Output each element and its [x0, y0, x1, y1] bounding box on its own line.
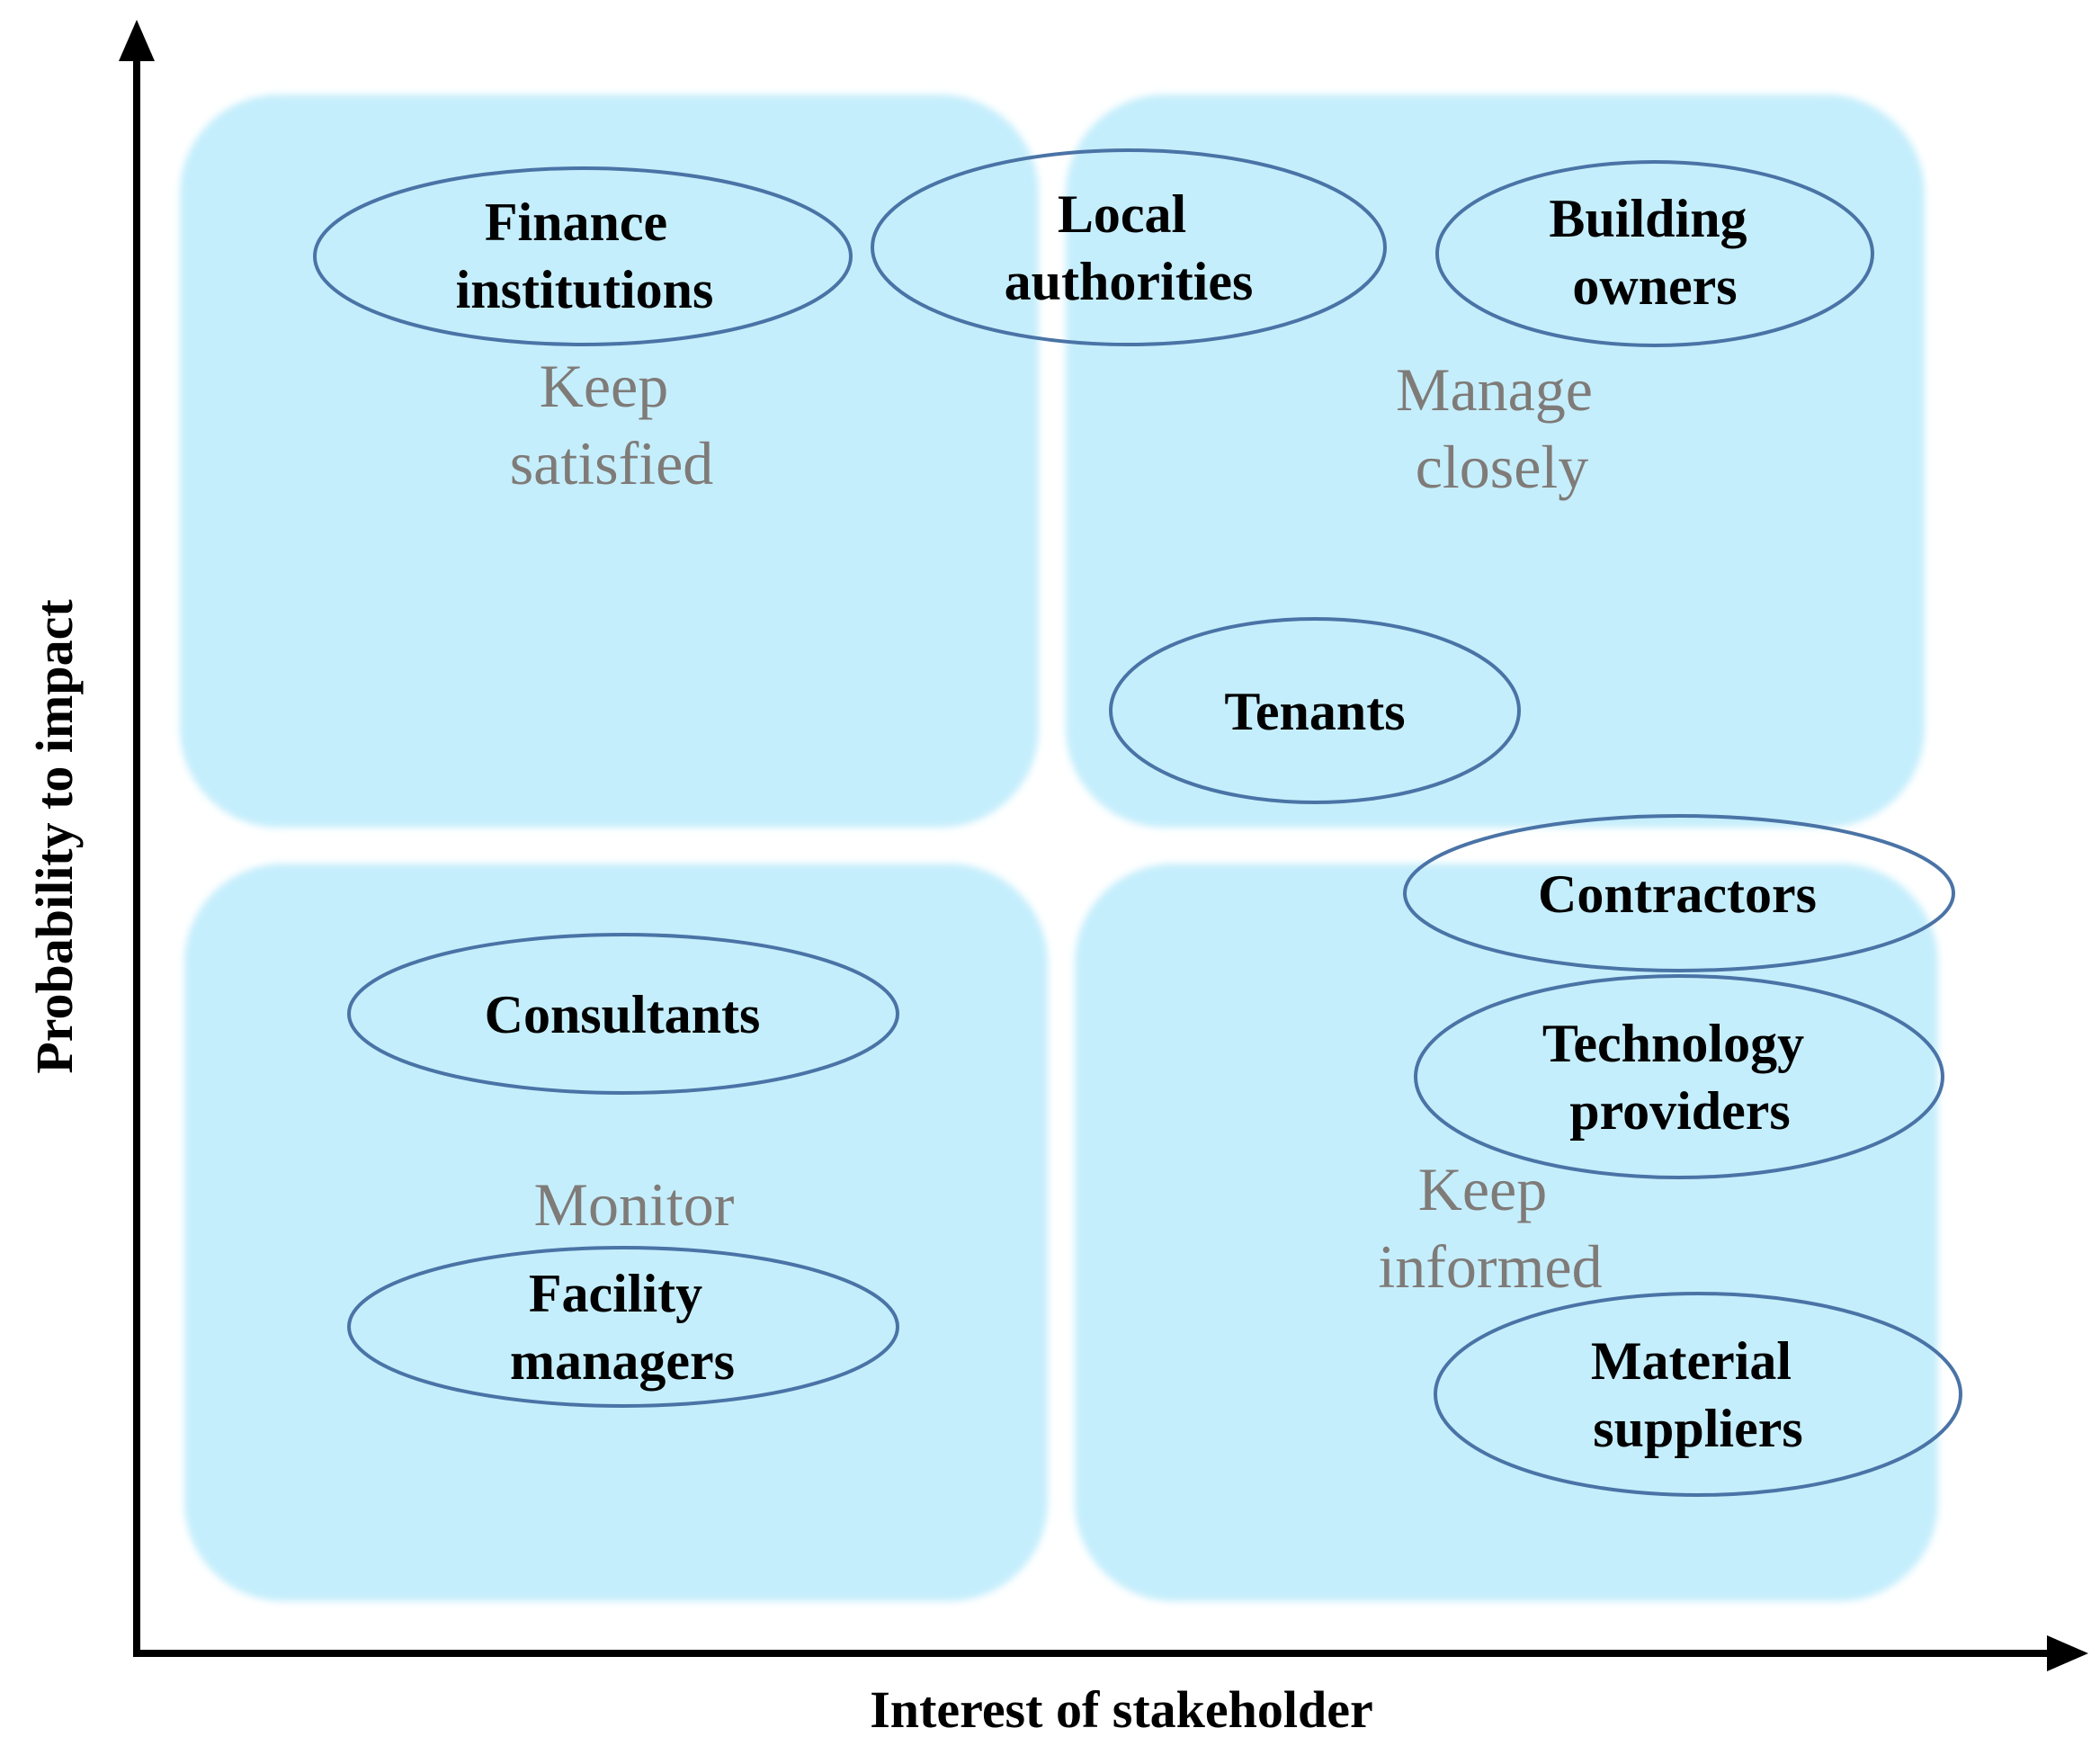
stakeholder-ellipses	[313, 148, 1962, 1497]
quadrant-keep-informed-bg	[1075, 864, 1938, 1601]
quadrant-monitor-bg	[184, 864, 1048, 1601]
quadrant-label-keep-informed: Keep informed	[1378, 1155, 1602, 1301]
x-axis-label: Interest of stakeholder	[870, 1680, 1373, 1739]
stakeholder-contractors: Contractors	[1538, 864, 1817, 924]
stakeholder-technology-providers: Technology providers	[1542, 1014, 1818, 1141]
y-axis-label: Probability to impact	[25, 599, 84, 1074]
x-axis-arrowhead	[2047, 1635, 2088, 1671]
axes	[119, 20, 2088, 1671]
quadrant-manage-closely-bg	[1066, 94, 1925, 828]
quadrant-labels: Keep satisfied Manage closely Monitor Ke…	[510, 352, 1608, 1301]
ellipse-consultants	[347, 933, 899, 1095]
stakeholder-finance-institutions: Finance institutions	[456, 193, 714, 319]
quadrant-label-keep-satisfied: Keep satisfied	[510, 352, 714, 497]
stakeholder-tenants: Tenants	[1224, 682, 1405, 741]
quadrant-label-monitor: Monitor	[534, 1170, 735, 1239]
stakeholder-material-suppliers: Material suppliers	[1591, 1331, 1805, 1458]
stakeholder-local-authorities: Local authorities	[1005, 184, 1254, 311]
ellipse-finance-institutions	[313, 166, 853, 346]
stakeholder-facility-managers: Facility managers	[510, 1264, 735, 1391]
quadrant-label-manage-closely: Manage closely	[1396, 355, 1608, 501]
ellipse-tenants	[1109, 617, 1521, 804]
ellipse-contractors	[1403, 814, 1955, 972]
stakeholder-consultants: Consultants	[485, 985, 761, 1044]
ellipse-facility-managers	[347, 1246, 899, 1408]
quadrant-keep-satisfied-bg	[180, 94, 1039, 828]
stakeholder-labels: Finance institutions Local authorities B…	[456, 184, 1818, 1458]
ellipse-local-authorities	[871, 148, 1387, 346]
ellipse-material-suppliers	[1434, 1292, 1962, 1497]
y-axis-arrowhead	[119, 20, 155, 61]
quadrant-backgrounds	[180, 94, 1938, 1601]
ellipse-technology-providers	[1414, 974, 1944, 1179]
stakeholder-building-owners: Building owners	[1549, 189, 1760, 316]
ellipse-building-owners	[1435, 160, 1874, 347]
